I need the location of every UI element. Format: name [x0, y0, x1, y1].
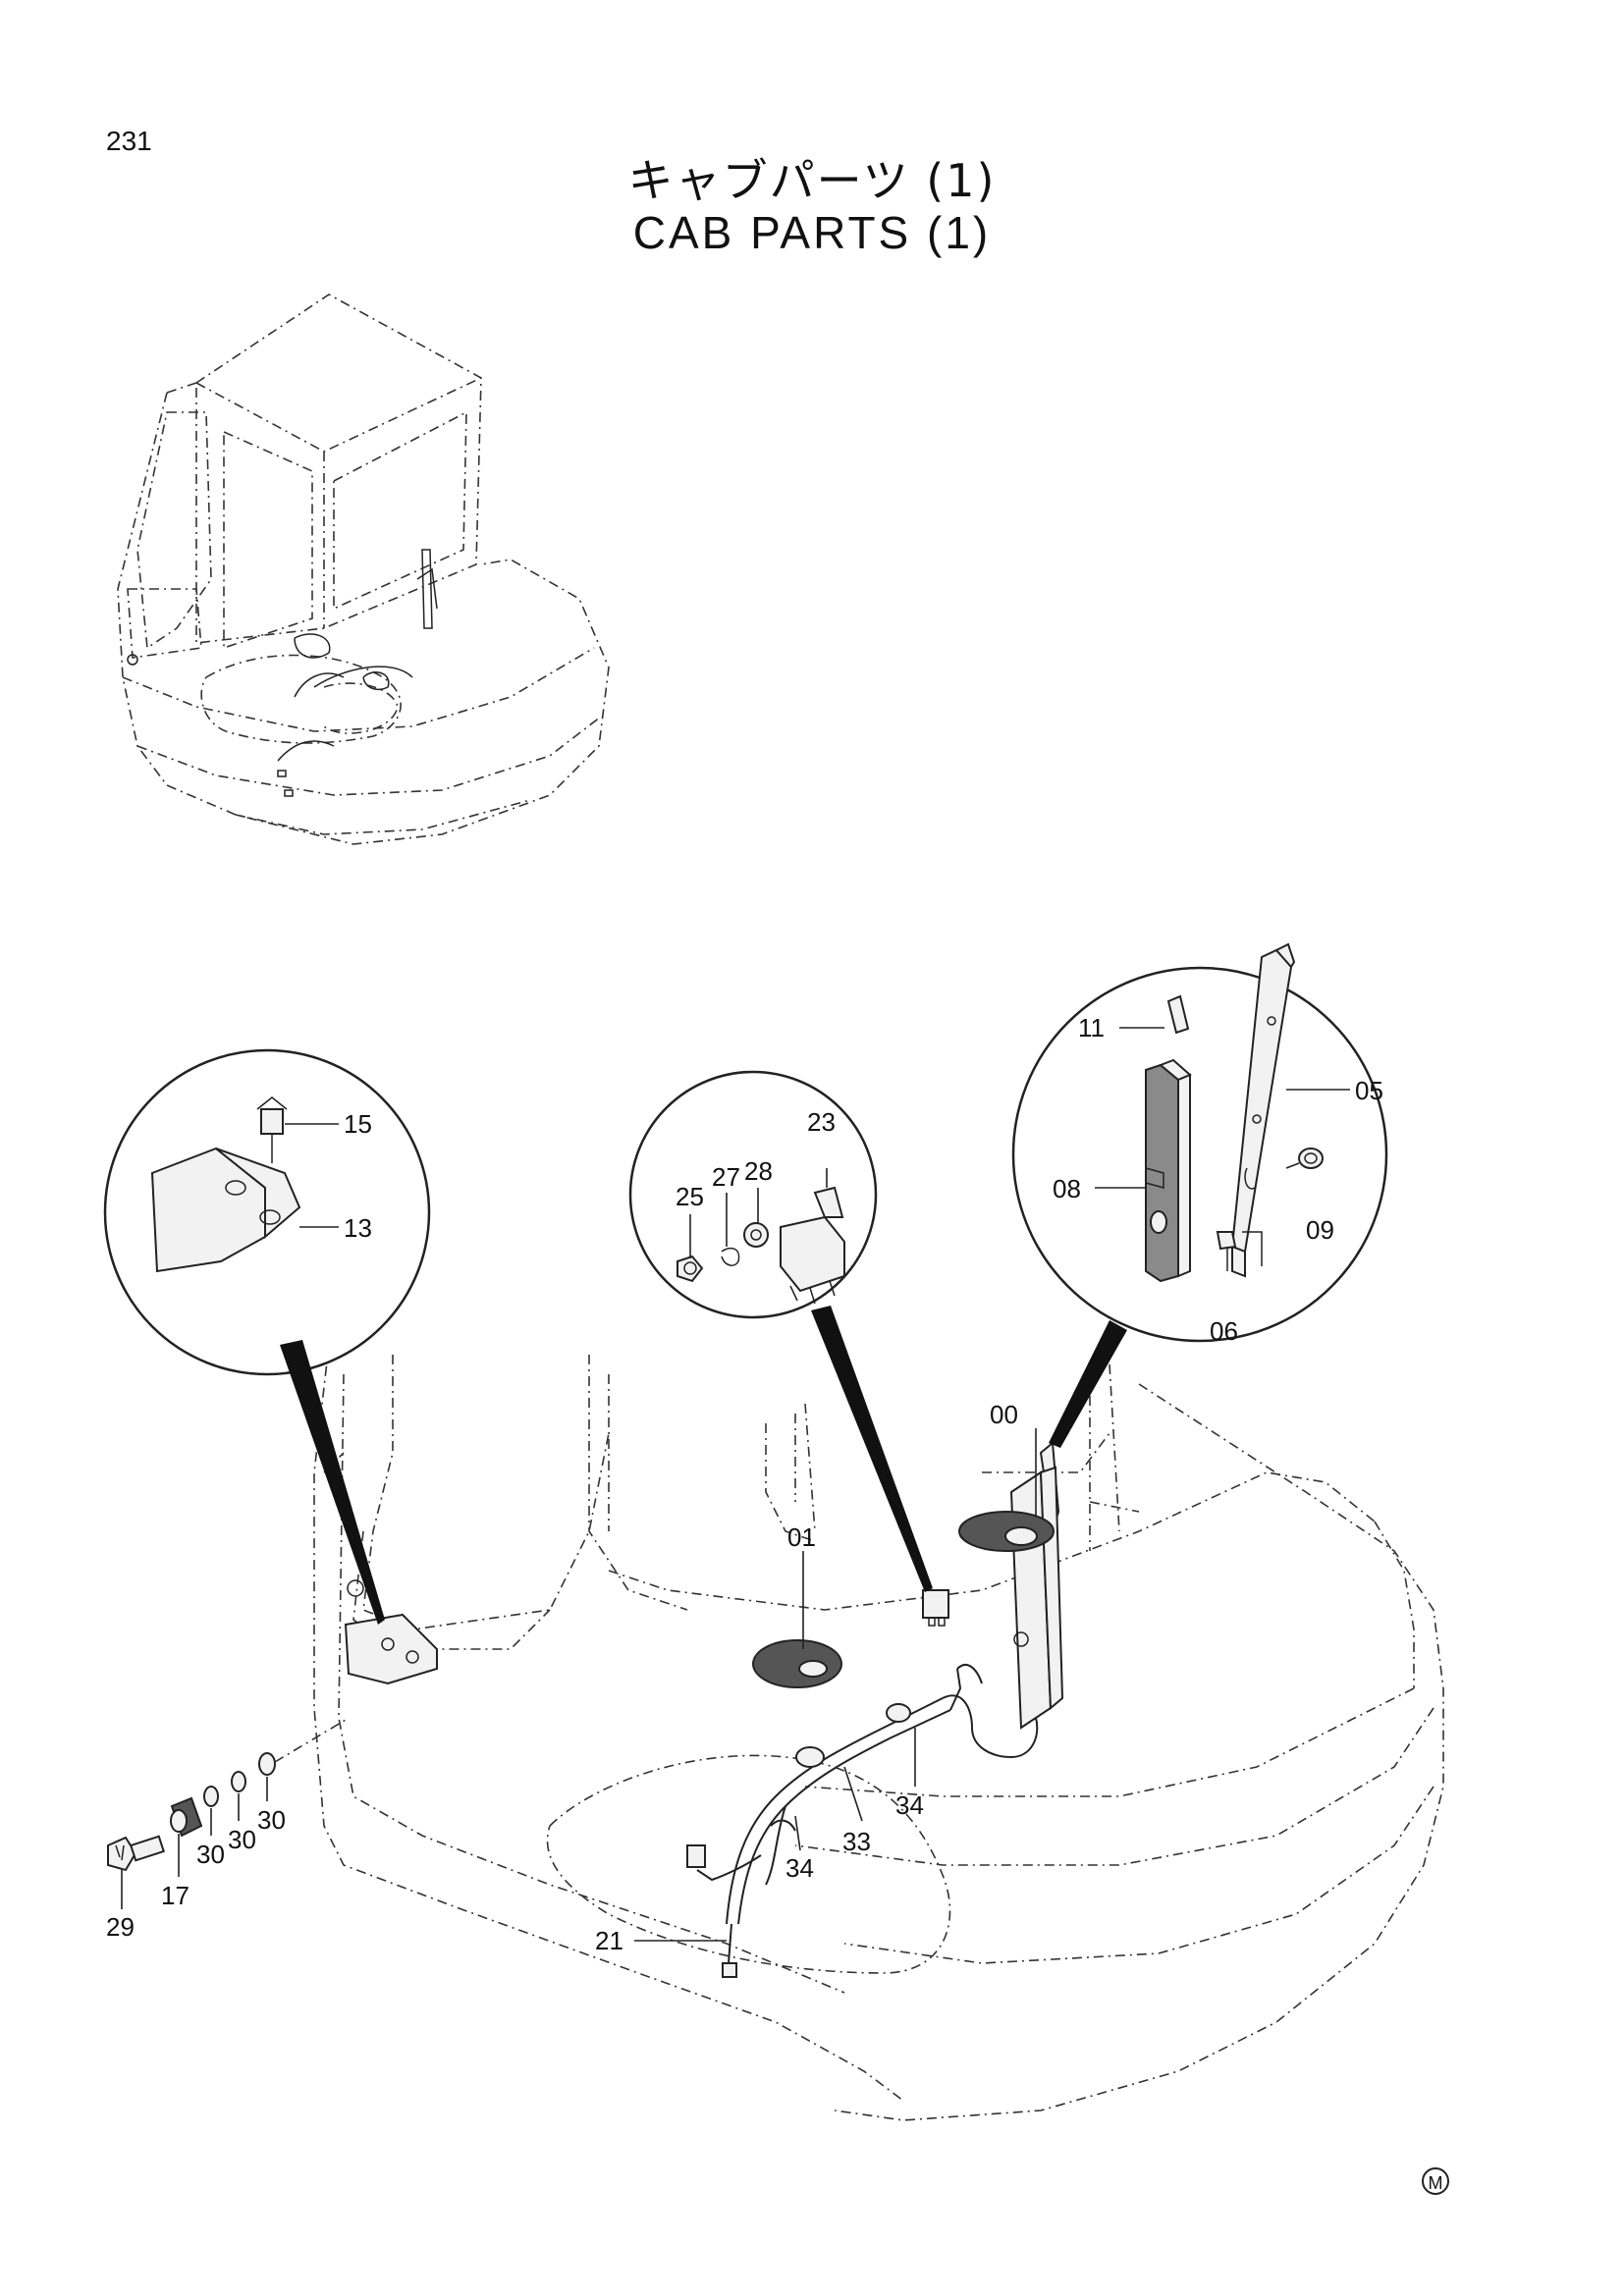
callout-15: 15 [344, 1109, 372, 1139]
callout-30-a: 30 [196, 1840, 225, 1869]
callout-21: 21 [595, 1926, 623, 1955]
part-00-post-on-body [958, 1441, 1064, 1730]
bracket-on-body [344, 1579, 438, 1685]
callout-29: 29 [106, 1912, 135, 1942]
wire-harness [686, 1664, 1039, 1978]
callout-05: 05 [1355, 1076, 1383, 1105]
callout-labels: 15 13 23 25 27 28 11 05 08 09 06 00 01 2… [106, 1013, 1383, 1955]
callout-17: 17 [161, 1881, 189, 1910]
callout-08: 08 [1053, 1174, 1081, 1203]
detail-circle-bracket [103, 1048, 431, 1376]
callout-23: 23 [807, 1107, 836, 1137]
callout-27: 27 [712, 1162, 740, 1192]
callout-11: 11 [1078, 1013, 1105, 1042]
callout-06: 06 [1210, 1316, 1238, 1346]
callout-00: 00 [990, 1400, 1018, 1429]
title-english: CAB PARTS (1) [632, 207, 992, 258]
body-leader-lines [634, 1428, 1037, 1942]
callout-01: 01 [787, 1522, 816, 1552]
detail-circle-relay [628, 1070, 878, 1319]
relay-on-body [922, 1589, 949, 1627]
exploded-bolt-assembly [107, 1719, 347, 1909]
callout-30-b: 30 [228, 1825, 256, 1854]
callout-34-b: 34 [785, 1853, 814, 1883]
callout-33: 33 [842, 1827, 871, 1856]
callout-09: 09 [1306, 1215, 1334, 1245]
mark-letter: M [1429, 2173, 1443, 2193]
manufacturer-mark: M [1422, 2167, 1449, 2195]
part-01-grommet-on-body [752, 1639, 842, 1688]
overview-cab-illustration [117, 294, 610, 845]
title-japanese: キャブパーツ (1) [627, 154, 997, 207]
callout-34-a: 34 [895, 1790, 924, 1820]
callout-28: 28 [744, 1156, 773, 1186]
callout-30-c: 30 [257, 1805, 286, 1835]
callout-13: 13 [344, 1213, 372, 1243]
detail-circle-post [1011, 942, 1388, 1343]
page-number: 231 [106, 126, 152, 156]
callout-25: 25 [676, 1182, 704, 1211]
callout-wedges [280, 1306, 1127, 1625]
